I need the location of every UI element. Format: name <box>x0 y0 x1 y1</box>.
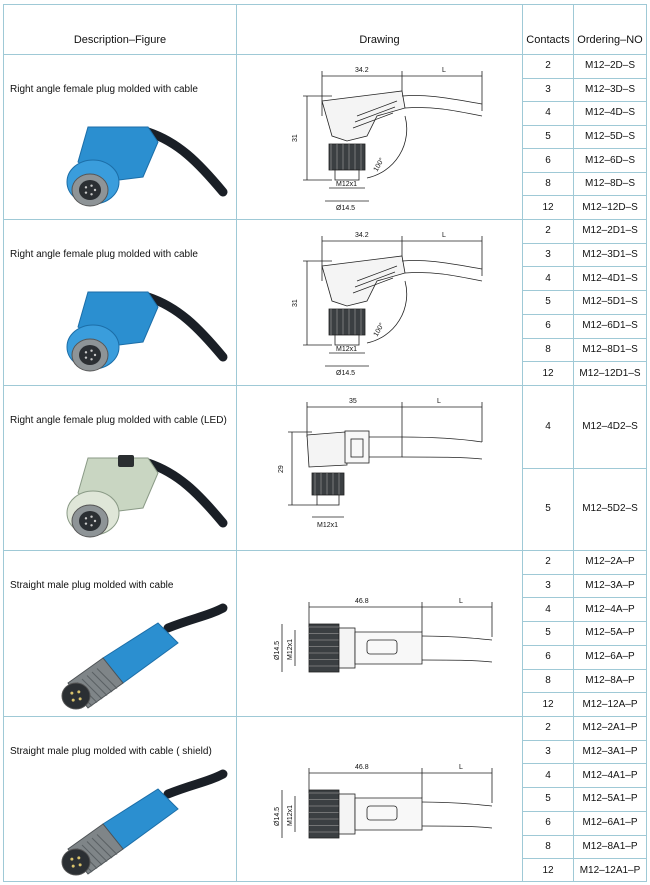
header-divider <box>3 54 647 55</box>
product-table <box>3 4 647 882</box>
column-divider <box>522 4 523 882</box>
header-description: Description–Figure <box>73 34 167 46</box>
header-contacts: Contacts <box>526 34 570 46</box>
column-divider <box>236 4 237 882</box>
header-ordering: Ordering–NO <box>577 34 643 46</box>
column-divider <box>573 4 574 882</box>
header-drawing: Drawing <box>359 34 400 46</box>
